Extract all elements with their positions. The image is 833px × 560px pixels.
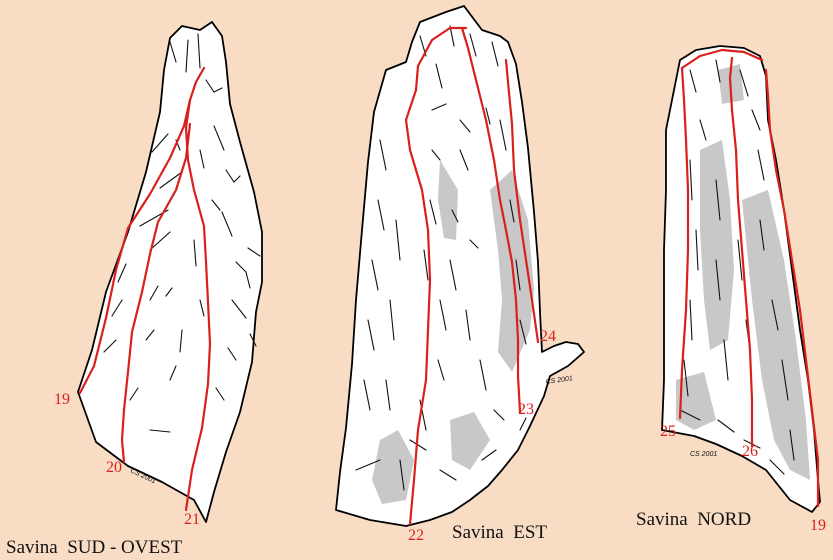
label-savina-sud-ovest: Savina SUD - OVEST (6, 537, 183, 558)
face-nord-drawing: CS 2001 (662, 46, 820, 512)
signature-nord: CS 2001 (690, 451, 717, 458)
route-number-23: 23 (518, 401, 534, 418)
route-number-21: 21 (184, 511, 200, 528)
label-savina-est: Savina EST (452, 522, 547, 543)
route-number-19-nord: 19 (810, 517, 826, 534)
route-number-22: 22 (408, 527, 424, 544)
route-number-24: 24 (540, 328, 556, 345)
route-number-20: 20 (106, 459, 122, 476)
face-sud-ovest-rock (78, 22, 262, 522)
face-sud-ovest-drawing: CS 2001 (78, 22, 262, 522)
route-number-25: 25 (660, 423, 676, 440)
label-savina-nord: Savina NORD (636, 509, 751, 530)
route-number-19: 19 (54, 391, 70, 408)
face-est-drawing: CS 2001 (336, 6, 584, 526)
route-number-26: 26 (742, 443, 758, 460)
